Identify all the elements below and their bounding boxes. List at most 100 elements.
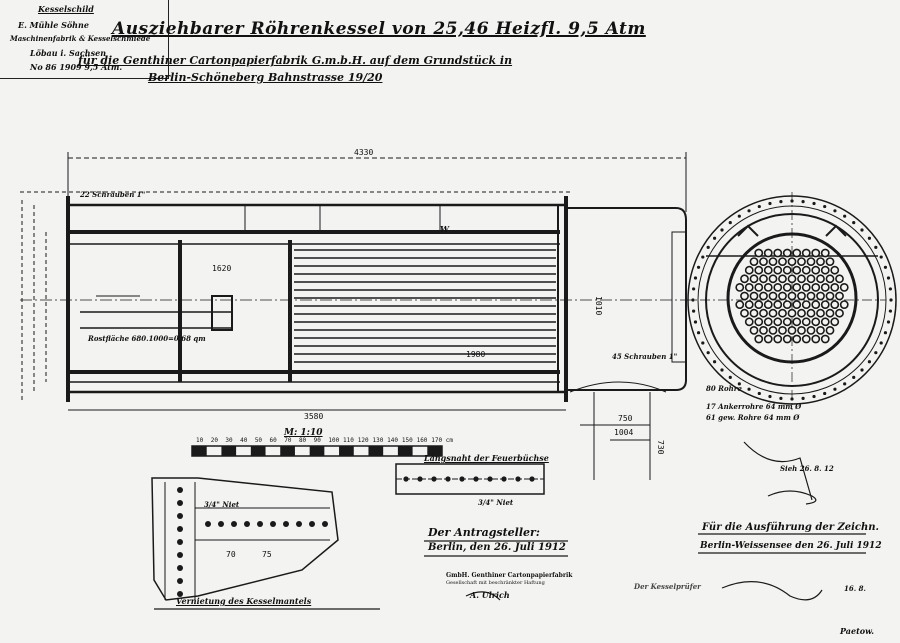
end-view-tube [806, 325, 816, 335]
end-view-tube [778, 257, 787, 266]
scale-tick-label: 60 [269, 437, 277, 444]
scale-tick-label: 150 [401, 437, 413, 444]
rivet-dot [833, 387, 837, 391]
end-view-tube [787, 291, 797, 301]
end-view-tube [792, 282, 802, 292]
end-view-tube [759, 291, 768, 301]
end-view-tube [820, 317, 830, 327]
scale-segment [397, 446, 413, 456]
end-view-tube [835, 291, 844, 301]
rivet-dot [823, 391, 827, 396]
rivet-dot [706, 351, 710, 355]
rivet-dot [737, 382, 741, 386]
detail-rivet [177, 500, 183, 506]
end-view-tube [782, 300, 792, 309]
end-view-tube [830, 282, 840, 292]
rivet-dot [706, 245, 710, 249]
rivet-dot [886, 320, 891, 324]
rivet-dot [692, 309, 696, 313]
scale-tick-label: 30 [225, 437, 233, 444]
end-view-tube [801, 248, 811, 258]
rivet-dot [879, 341, 883, 345]
rivet-dot [768, 394, 772, 399]
end-view-tube [835, 274, 844, 284]
end-view-tube [759, 308, 768, 318]
seam-rivet [473, 476, 479, 482]
end-view-tube [811, 265, 821, 275]
rivet-dot [874, 351, 878, 355]
end-view-tube [825, 325, 835, 335]
rivet-dot [712, 360, 717, 364]
rivet-note-2: 3/4" Niet [478, 498, 514, 507]
end-view-tube [768, 325, 778, 335]
scale-tick-label: 80 [298, 437, 307, 444]
end-view-tube [801, 282, 811, 292]
end-view-tube [749, 291, 759, 301]
shell-rivets [691, 199, 893, 401]
detail-rivet [283, 521, 289, 527]
seam-rivet [417, 476, 423, 482]
rivet-dot [790, 199, 794, 203]
dim-1004: 1004 [614, 428, 634, 437]
end-view-tube [816, 325, 825, 335]
rivet-dot [852, 220, 856, 225]
end-view-tube [773, 334, 783, 344]
end-view-tube [763, 334, 773, 344]
scale-label: M: 1:10 [284, 428, 323, 438]
end-view-tube [820, 300, 830, 309]
seam-caption: Längsnaht der Feuerbüchse [424, 453, 549, 463]
seam-rivet [501, 476, 507, 482]
shell-caption: Vernietung des Kesselmantels [176, 596, 312, 606]
end-view-tube [820, 282, 830, 292]
end-view-tube [792, 300, 802, 309]
rivet-dot [728, 375, 732, 380]
dim-1620: 1620 [212, 264, 232, 273]
end-view-tube [744, 300, 754, 309]
end-view-tube [749, 257, 759, 266]
scale-tick-label: 90 [313, 437, 321, 444]
end-view-tubes [735, 248, 849, 344]
end-view-tube [825, 257, 835, 266]
rivet-dot [886, 276, 891, 280]
end-view-tube [754, 248, 764, 258]
rivet-dot [693, 320, 698, 324]
end-view-tube [839, 300, 849, 309]
scale-segment [221, 446, 237, 456]
execution-place: Berlin-Weissensee den 26. Juli 1912 [700, 541, 882, 551]
end-view-tube [787, 308, 797, 318]
end-view-tube [830, 265, 840, 275]
scale-segment [339, 446, 354, 456]
end-view-tube [740, 291, 749, 301]
nameplate-place: Löbau i. Sachsen [30, 48, 107, 58]
end-view-tube [773, 300, 783, 309]
end-view-tube [811, 334, 821, 344]
detail-rivet [244, 521, 250, 527]
shell-rivet-detail [151, 477, 339, 601]
end-view-tube [773, 265, 783, 275]
rivet-note: 3/4" Niet [204, 500, 240, 509]
scale-tick-label: 160 [416, 437, 428, 444]
end-view-tube [787, 257, 797, 266]
seam-rivet [515, 476, 521, 482]
dim-1010: 1010 [594, 296, 603, 316]
end-view-tube [763, 248, 773, 258]
detail-rivet [177, 591, 183, 597]
rivet-dot [860, 368, 864, 372]
end-view-tube [768, 274, 778, 284]
detail-rivet [270, 521, 276, 527]
rivet-dot [812, 201, 816, 206]
detail-dim-70: 70 [226, 550, 236, 559]
end-view-tube [806, 257, 816, 266]
end-view-tube [773, 317, 783, 327]
end-view-tube [825, 291, 835, 301]
seam-rivet [487, 476, 493, 482]
scale-tick-label: 130 [372, 437, 384, 444]
end-view-tube [754, 300, 764, 309]
end-view-tube [768, 257, 778, 266]
end-view-tube [778, 308, 787, 318]
rivet-dot [801, 200, 805, 204]
scale-tick-label: 100 [328, 437, 340, 444]
rivet-dot [790, 397, 794, 401]
end-view-tube [763, 317, 773, 327]
rods-label: 80 Rohre [706, 384, 742, 393]
